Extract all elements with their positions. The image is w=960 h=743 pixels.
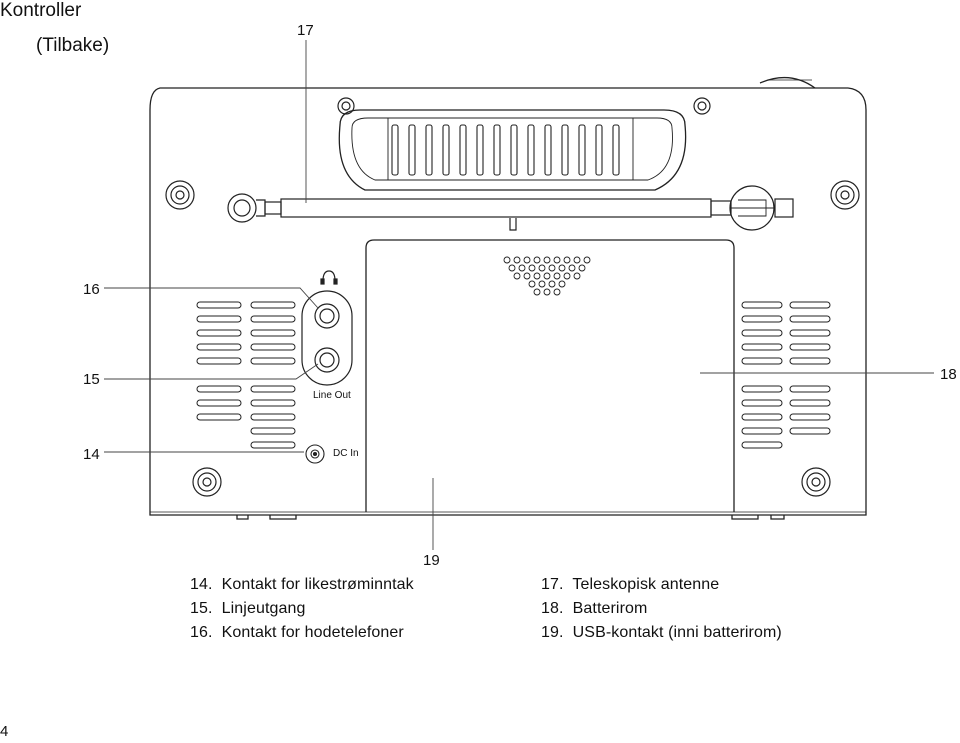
top-knob [759, 76, 816, 89]
leader-lines [104, 40, 934, 550]
carry-handle [338, 109, 687, 191]
legend-num: 17. [541, 576, 564, 593]
callout-17: 17 [297, 22, 314, 39]
legend-item-15: 15. Linjeutgang [190, 600, 305, 618]
left-vents [196, 301, 296, 449]
telescopic-antenna [227, 185, 794, 231]
handle-grille [391, 124, 620, 176]
page-number: 4 [0, 723, 9, 740]
legend-text: Kontakt for hodetelefoner [221, 624, 404, 641]
callout-18: 18 [940, 366, 957, 383]
device-body-outline [149, 87, 867, 516]
legend-text: Teleskopisk antenne [572, 576, 720, 593]
dc-in-jack [305, 444, 325, 464]
legend-item-16: 16. Kontakt for hodetelefoner [190, 624, 404, 642]
callout-16: 16 [83, 281, 100, 298]
legend-text: Batterirom [572, 600, 648, 617]
legend-text: Kontakt for likestrøminntak [221, 576, 414, 593]
legend-num: 16. [190, 624, 213, 641]
legend-num: 19. [541, 624, 564, 641]
page-subtitle: (Tilbake) [36, 35, 110, 56]
legend-num: 14. [190, 576, 213, 593]
headphone-icon [320, 270, 338, 285]
screws [165, 97, 860, 497]
line-out-label: Line Out [313, 390, 351, 401]
battery-compartment [365, 239, 735, 512]
callout-14: 14 [83, 446, 100, 463]
legend-text: USB-kontakt (inni batterirom) [572, 624, 782, 641]
legend-num: 15. [190, 600, 213, 617]
speaker-holes [503, 256, 591, 296]
callout-15: 15 [83, 371, 100, 388]
legend-item-19: 19. USB-kontakt (inni batterirom) [541, 624, 782, 642]
legend-num: 18. [541, 600, 564, 617]
legend-item-18: 18. Batterirom [541, 600, 647, 618]
legend-text: Linjeutgang [221, 600, 306, 617]
legend-item-14: 14. Kontakt for likestrøminntak [190, 576, 414, 594]
audio-jack-panel [301, 290, 353, 386]
dc-in-label: DC In [333, 448, 359, 459]
callout-19: 19 [423, 552, 440, 569]
page-title: Kontroller [0, 0, 82, 21]
legend-item-17: 17. Teleskopisk antenne [541, 576, 719, 594]
right-vents [741, 301, 831, 449]
